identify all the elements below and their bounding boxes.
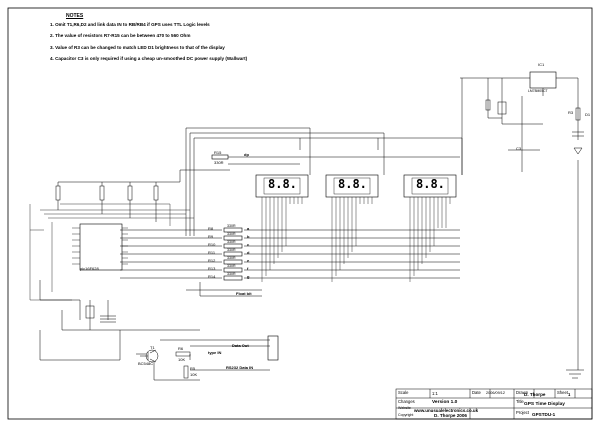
- seg-r-label: R8: [208, 226, 214, 231]
- rs232-in-label: RS232 Data IN: [226, 365, 254, 370]
- seg-letter: c: [247, 242, 250, 247]
- seg-r-value: 330R: [227, 256, 236, 260]
- tb-project-label: Project: [516, 410, 530, 415]
- c3-label: C3: [516, 146, 522, 151]
- transistor-part-label: BC548C: [138, 361, 154, 366]
- mcu-ic: [79, 223, 123, 271]
- data-out-label: Data Out: [232, 343, 249, 348]
- type-in-label: type IN: [208, 350, 222, 355]
- float-bit-label: Float bit: [236, 291, 252, 296]
- tb-version: Version 1.0: [432, 400, 458, 405]
- r5-value: 10K: [190, 372, 198, 377]
- seg-r-label: R12: [208, 258, 216, 263]
- tb-changes-label: Changes: [398, 399, 415, 404]
- r3-label: R3: [568, 110, 574, 115]
- display-digit-1: 8.8.: [268, 177, 297, 191]
- notes-block: NOTES 1. Omit T1,R6,D2 and link data IN …: [18, 13, 348, 68]
- power-supply: [460, 77, 584, 379]
- title-block-frame: [395, 388, 593, 420]
- seg-letter: g: [247, 274, 250, 279]
- note-2: 2. The value of resistors R7-R15 can be …: [50, 33, 191, 39]
- crystal-circuit: [39, 280, 200, 361]
- dp-line: [228, 156, 460, 165]
- regulator-ic1: [529, 71, 557, 89]
- note-3: 3. Value of R3 can be changed to match L…: [50, 44, 225, 50]
- display-pins: [261, 197, 451, 204]
- segment-resistors: [211, 154, 243, 281]
- sheet-border: [7, 7, 593, 420]
- tb-copyright-label: Copyright: [398, 413, 414, 417]
- r6-value: 10K: [178, 357, 186, 362]
- tb-date-value: 2006/09/12: [486, 391, 506, 395]
- tb-title-label: Title: [516, 399, 524, 404]
- connector-j1: [267, 335, 279, 361]
- dp-label: dp: [244, 152, 249, 157]
- display-digit-2: 8.8.: [338, 177, 367, 191]
- d1-label: D1: [585, 112, 591, 117]
- ic1-label: IC1: [538, 62, 545, 67]
- tb-sheet-value: 1: [568, 392, 571, 397]
- display-bus: [261, 204, 447, 282]
- note-1: 1. Omit T1,R6,D2 and link data IN to RB/…: [50, 22, 210, 27]
- note-4: 4. Capacitor C3 is only required if usin…: [50, 56, 248, 62]
- tb-sheet-label: Sheet: [557, 390, 568, 395]
- tb-scale-label: Scale: [398, 390, 409, 395]
- r5-label: R5: [190, 366, 196, 371]
- rs232-input: [136, 339, 270, 381]
- tb-project-value: GPSTDU-1: [532, 412, 556, 417]
- seg-r-label: R14: [208, 274, 216, 279]
- seg-r-value: 330R: [227, 224, 236, 228]
- mcu-label: pic16F628: [80, 266, 99, 271]
- seg-letter: b: [247, 234, 250, 239]
- transistor-label: T1: [150, 345, 155, 350]
- seg-letter: a: [247, 226, 250, 231]
- tb-date-label: Date: [472, 390, 481, 395]
- float-bit-bus: [186, 282, 262, 296]
- tb-website-label: Website: [398, 406, 411, 410]
- seg-r-value: 330R: [227, 272, 236, 276]
- r6-label: R6: [178, 346, 184, 351]
- tb-copyright-value: D. Thorpe 2006: [434, 413, 467, 418]
- r15-label: R15: [214, 150, 222, 155]
- tb-title-value: GPS Time Display: [524, 402, 565, 407]
- display-digit-3: 8.8.: [416, 177, 445, 191]
- tb-scale-value: 1:1: [432, 391, 438, 396]
- seg-letter: f: [247, 266, 249, 271]
- seg-r-value: 330R: [227, 240, 236, 244]
- r15-value: 330R: [214, 160, 224, 165]
- tb-drawn-value: D. Thorpe: [524, 392, 546, 397]
- mcu-pins: [72, 227, 128, 265]
- seg-r-value: 330R: [227, 248, 236, 252]
- seg-r-value: 330R: [227, 264, 236, 268]
- left-resistors: [55, 169, 230, 222]
- seg-r-label: R9: [208, 234, 214, 239]
- segment-rows: [120, 229, 460, 297]
- seg-r-label: R11: [208, 250, 216, 255]
- seg-r-label: R10: [208, 242, 216, 247]
- tb-website[interactable]: www.unusualelectronics.co.uk: [414, 408, 479, 413]
- tb-drawn-label: Drawn: [516, 390, 529, 395]
- seg-letter: e: [247, 258, 250, 263]
- notes-title: NOTES: [66, 13, 84, 19]
- seg-r-label: R13: [208, 266, 216, 271]
- seg-letter: d: [247, 250, 250, 255]
- seg-r-value: 330R: [227, 232, 236, 236]
- regulator-label: LM78M05CT: [528, 89, 548, 93]
